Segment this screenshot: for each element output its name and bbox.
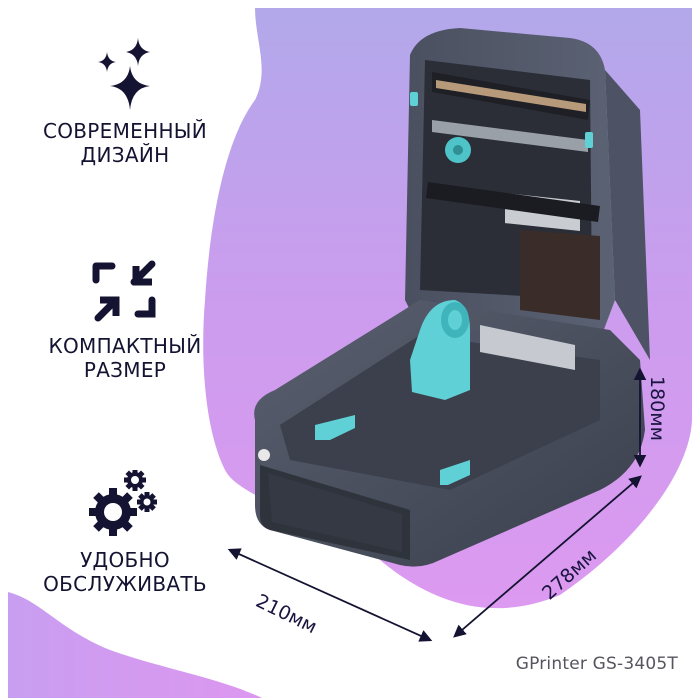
feature-label-line1: КОМПАКТНЫЙ: [48, 334, 202, 358]
product-model-label: GPrinter GS-3405T: [515, 654, 678, 674]
feature-label-line2: ДИЗАЙН: [80, 143, 170, 167]
gears-icon: [89, 470, 157, 536]
feature-label-line1: УДОБНО: [80, 548, 170, 572]
feature-compact-size: КОМПАКТНЫЙ РАЗМЕР: [0, 256, 250, 382]
sparkles-icon: [98, 38, 150, 110]
feature-easy-maintenance: УДОБНО ОБСЛУЖИВАТЬ: [0, 470, 250, 596]
feature-label-line2: РАЗМЕР: [83, 358, 167, 382]
feature-label: УДОБНО ОБСЛУЖИВАТЬ: [0, 548, 250, 596]
height-dimension-label: 180мм: [646, 376, 668, 441]
feature-label: КОМПАКТНЫЙ РАЗМЕР: [0, 334, 250, 382]
feature-label: СОВРЕМЕННЫЙ ДИЗАЙН: [0, 119, 250, 167]
feature-modern-design: СОВРЕМЕННЫЙ ДИЗАЙН: [0, 36, 250, 167]
feature-label-line1: СОВРЕМЕННЫЙ: [42, 119, 207, 143]
feature-label-line2: ОБСЛУЖИВАТЬ: [43, 572, 207, 596]
compress-arrows-icon: [92, 260, 156, 322]
